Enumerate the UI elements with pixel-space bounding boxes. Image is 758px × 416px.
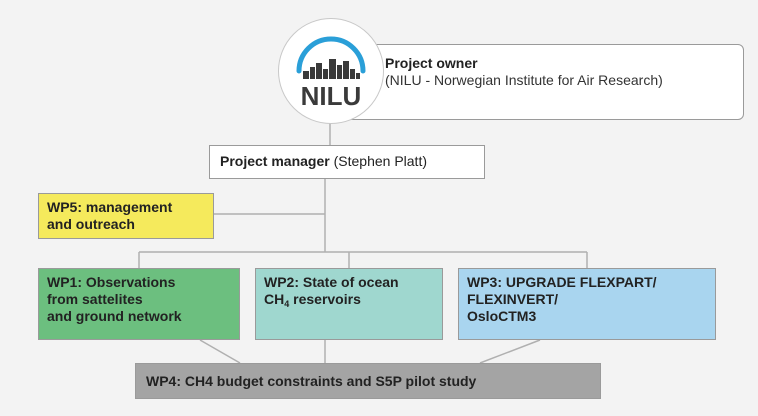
wp3-line3: OsloCTM3	[467, 308, 537, 324]
project-owner-box: Project owner (NILU - Norwegian Institut…	[340, 44, 744, 120]
wp1-line2: from sattelites	[47, 291, 143, 307]
connector-wp3-wp4	[479, 339, 541, 364]
wp5-box: WP5: management and outreach	[38, 193, 214, 239]
wp2-reservoirs: reservoirs	[289, 291, 361, 307]
project-manager-box: Project manager (Stephen Platt)	[209, 145, 485, 179]
project-owner-subtitle: (NILU - Norwegian Institute for Air Rese…	[385, 72, 663, 88]
wp1-line3: and ground network	[47, 308, 182, 324]
wp2-line2: CH4 reservoirs	[264, 291, 434, 313]
nilu-logo-text: NILU	[300, 81, 362, 111]
project-manager-label: Project manager	[220, 153, 330, 169]
wp1-box: WP1: Observations from sattelites and gr…	[38, 268, 240, 340]
wp2-box: WP2: State of ocean CH4 reservoirs	[255, 268, 443, 340]
connector-wp1-wp4	[199, 339, 241, 364]
wp3-line1: WP3: UPGRADE FLEXPART/	[467, 274, 657, 290]
wp3-line2: FLEXINVERT/	[467, 291, 559, 307]
wp4-label: WP4: CH4 budget constraints and S5P pilo…	[146, 373, 477, 389]
wp1-line1: WP1: Observations	[47, 274, 176, 290]
project-owner-title: Project owner	[385, 55, 478, 71]
nilu-logo: NILU	[278, 18, 384, 124]
wp5-line2: and outreach	[47, 216, 135, 232]
wp3-box: WP3: UPGRADE FLEXPART/ FLEXINVERT/ OsloC…	[458, 268, 716, 340]
wp2-line1: WP2: State of ocean	[264, 274, 399, 290]
wp2-ch: CH	[264, 291, 285, 307]
project-manager-name: (Stephen Platt)	[333, 153, 427, 169]
wp2-ch-subscript: 4	[284, 299, 290, 309]
nilu-logo-graphic	[296, 36, 366, 79]
wp5-line1: WP5: management	[47, 199, 173, 215]
wp4-box: WP4: CH4 budget constraints and S5P pilo…	[135, 363, 601, 399]
